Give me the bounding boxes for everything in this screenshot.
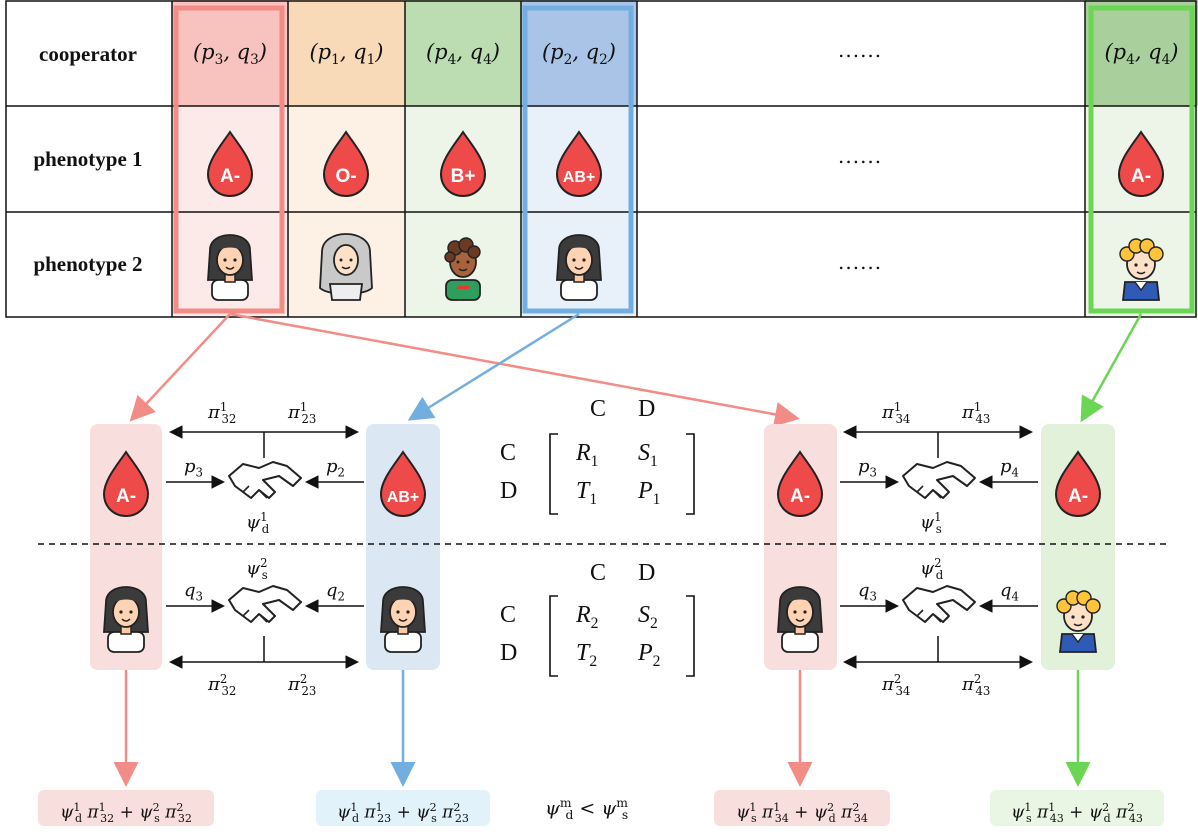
strategy-label: p2 [326, 456, 345, 480]
strategy-label: p3 [184, 456, 203, 480]
matrix-cell: P1 [638, 478, 661, 508]
payoff-box: ψ1d π123 + ψ2s π223 [316, 790, 490, 826]
psi-label: ψ2d [920, 556, 944, 582]
cooperator-pair: (p4, q4) [425, 40, 500, 69]
arrow-blue [407, 312, 580, 421]
psi-label: ψ2s [246, 556, 268, 582]
column-head-shade-2 [288, 0, 405, 106]
matrix-row-head: D [500, 640, 518, 666]
highlight-frame-blue [522, 5, 634, 314]
matrix-col-head: D [638, 560, 656, 586]
strategy-label: q4 [1000, 580, 1019, 604]
svg-text:A-: A- [1131, 166, 1151, 187]
avatar-woman-dark-icon [556, 234, 602, 301]
payoff-label: π132 [208, 400, 237, 426]
blood-drop-icon: AB+ [380, 451, 426, 517]
svg-text:A-: A- [1068, 486, 1088, 507]
matrix-cell: R2 [576, 602, 599, 632]
payoff-box: ψ1s π134 + ψ2d π234 [714, 790, 890, 826]
handshake-icon [902, 585, 976, 623]
column-head-shade-3 [405, 0, 521, 106]
payoff-label: π232 [208, 672, 237, 698]
blood-drop-icon: O- [323, 131, 369, 197]
blood-drop-icon: B+ [440, 131, 486, 197]
strategy-label: q3 [858, 580, 877, 604]
game-arrows-right [840, 425, 1038, 669]
payoff-label: π234 [882, 672, 911, 698]
inequality: ψmd < ψms [545, 796, 629, 823]
handshake-icon [228, 461, 302, 499]
cooperator-pair: (p1, q1) [309, 40, 384, 69]
matrix-brackets [549, 433, 695, 677]
handshake-icon [902, 461, 976, 499]
row-label-phenotype-1: phenotype 1 [33, 147, 143, 171]
strategy-label: q2 [326, 580, 345, 604]
ellipsis: ...... [838, 38, 883, 62]
matrix-cell: R1 [576, 440, 599, 470]
matrix-col-head: D [638, 396, 656, 422]
matrix-cell: T2 [576, 640, 598, 670]
strategy-label: p4 [1000, 456, 1019, 480]
avatar-woman-dark-icon [380, 586, 426, 653]
matrix-cell: S2 [638, 602, 658, 632]
game-arrows-left [166, 425, 364, 669]
payoff-box: ψ1s π143 + ψ2d π243 [990, 790, 1164, 826]
blood-drop-icon: AB+ [556, 131, 602, 197]
avatar-woman-dark-icon [207, 234, 253, 301]
matrix-col-head: C [590, 560, 607, 586]
payoff-label: π123 [288, 400, 317, 426]
matrix-row-head: C [500, 602, 517, 628]
svg-text:A-: A- [116, 486, 136, 507]
strategy-label: p3 [858, 456, 877, 480]
row-label-cooperator: cooperator [39, 42, 137, 66]
matrix-cell: P2 [638, 640, 661, 670]
svg-text:A-: A- [790, 486, 810, 507]
row-label-phenotype-2: phenotype 2 [33, 252, 143, 276]
psi-label: ψ1s [920, 510, 942, 536]
psi-label: ψ1d [246, 510, 270, 536]
ellipsis: ...... [838, 250, 883, 274]
matrix-cell: S1 [638, 440, 658, 470]
blood-drop-icon: A- [207, 131, 253, 197]
svg-text:O-: O- [335, 166, 356, 187]
column-head-shade-5 [1085, 0, 1198, 106]
blood-drop-icon: A- [1055, 451, 1101, 517]
highlight-frame-red [173, 5, 285, 314]
avatar-woman-dark-icon [103, 586, 149, 653]
matrix-col-head: C [590, 396, 607, 422]
blood-drop-icon: A- [103, 451, 149, 517]
column-head-shade-1 [172, 0, 288, 106]
payoff-box: ψ1d π132 + ψ2s π232 [38, 790, 214, 826]
cooperator-pair: (p3, q3) [192, 40, 267, 69]
svg-text:AB+: AB+ [563, 169, 595, 186]
arrow-red [229, 312, 800, 427]
column-head-shade-4 [521, 0, 637, 106]
blood-drop-icon: A- [777, 451, 823, 517]
blood-drop-icon: A- [1118, 131, 1164, 197]
arrow-green [1080, 313, 1143, 423]
matrix-row-head: D [500, 478, 518, 504]
avatar-woman-grey-icon [319, 233, 373, 301]
payoff-label: π134 [882, 400, 911, 426]
payoff-label: π243 [962, 672, 991, 698]
cooperator-pair: (p2, q2) [541, 40, 616, 69]
matrix-cell: T1 [576, 478, 598, 508]
svg-text:AB+: AB+ [387, 489, 419, 506]
handshake-icon [228, 585, 302, 623]
ellipsis: ...... [838, 144, 883, 168]
cooperator-pair: (p4, q4) [1104, 40, 1179, 69]
table-grid [5, 0, 1197, 318]
arrow-red [129, 313, 231, 422]
avatar-woman-dark-icon [777, 586, 823, 653]
matrix-row-head: C [500, 440, 517, 466]
payoff-label: π143 [962, 400, 991, 426]
highlight-frame-green [1088, 5, 1195, 314]
svg-text:B+: B+ [451, 166, 476, 187]
svg-text:A-: A- [220, 166, 240, 187]
strategy-label: q3 [184, 580, 203, 604]
payoff-label: π223 [288, 672, 317, 698]
